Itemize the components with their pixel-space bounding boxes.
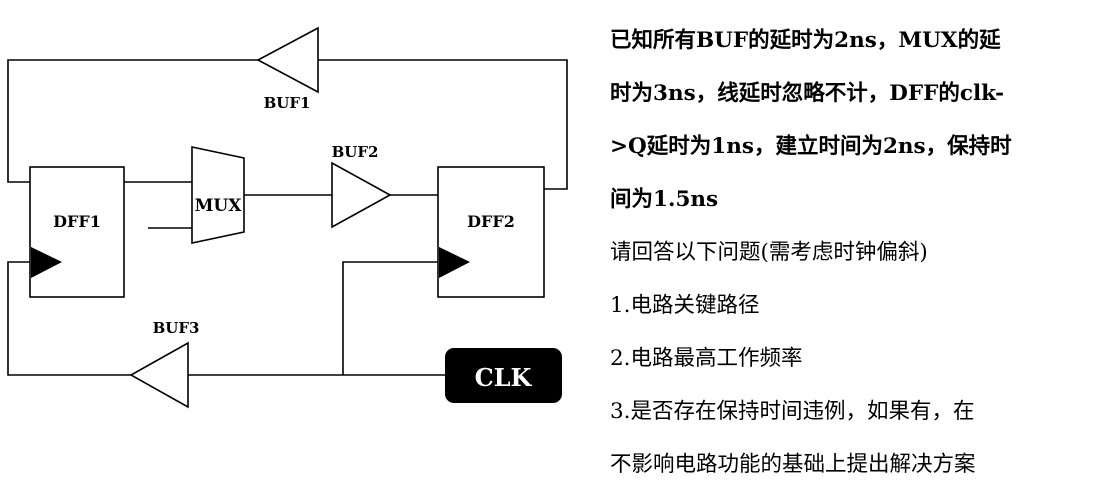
- dff1-clock-triangle: [31, 247, 62, 278]
- dff1-box: [29, 166, 125, 298]
- wire-dff2-out-to-buf1: [318, 59, 568, 190]
- circuit-diagram: BUF1 BUF2 BUF3 MUX DFF1 DFF2 CLK: [7, 26, 568, 409]
- dff2-clock-triangle: [439, 247, 470, 278]
- mux-label: MUX: [195, 196, 243, 216]
- mux-shape: [191, 146, 245, 244]
- given-line-1: 已知所有BUF的延时为2ns，MUX的延: [610, 28, 1001, 53]
- question-3-line-1: 3.是否存在保持时间违例，如果有，在: [610, 399, 975, 424]
- dff1-label: DFF1: [53, 212, 101, 231]
- buf2-label: BUF2: [332, 143, 379, 161]
- question-3-line-2: 不影响电路功能的基础上提出解决方案: [610, 452, 976, 477]
- problem-text: 已知所有BUF的延时为2ns，MUX的延 时为3ns，线延时忽略不计，DFF的c…: [610, 14, 1096, 491]
- wire-buf1-to-dff1-in: [7, 59, 258, 183]
- dff2-box: [437, 166, 545, 298]
- buf3-shape: [129, 341, 189, 409]
- wire-clk-to-dff2: [342, 261, 438, 375]
- buf1-label: BUF1: [264, 94, 311, 112]
- clk-box: [445, 348, 562, 403]
- dff2-label: DFF2: [467, 212, 515, 231]
- buf3-label: BUF3: [153, 319, 200, 337]
- clk-label: CLK: [475, 363, 533, 392]
- question-2: 2.电路最高工作频率: [610, 346, 803, 371]
- buf2-shape: [331, 161, 392, 229]
- given-line-3: >Q延时为1ns，建立时间为2ns，保持时: [610, 134, 1012, 159]
- wire-buf3-to-dff1-clk: [7, 261, 131, 376]
- buf1-shape: [256, 26, 319, 94]
- question-1: 1.电路关键路径: [610, 293, 760, 318]
- given-line-4: 间为1.5ns: [610, 187, 719, 212]
- prompt-line: 请回答以下问题(需考虑时钟偏斜): [610, 240, 928, 265]
- given-line-2: 时为3ns，线延时忽略不计，DFF的clk-: [610, 81, 1005, 106]
